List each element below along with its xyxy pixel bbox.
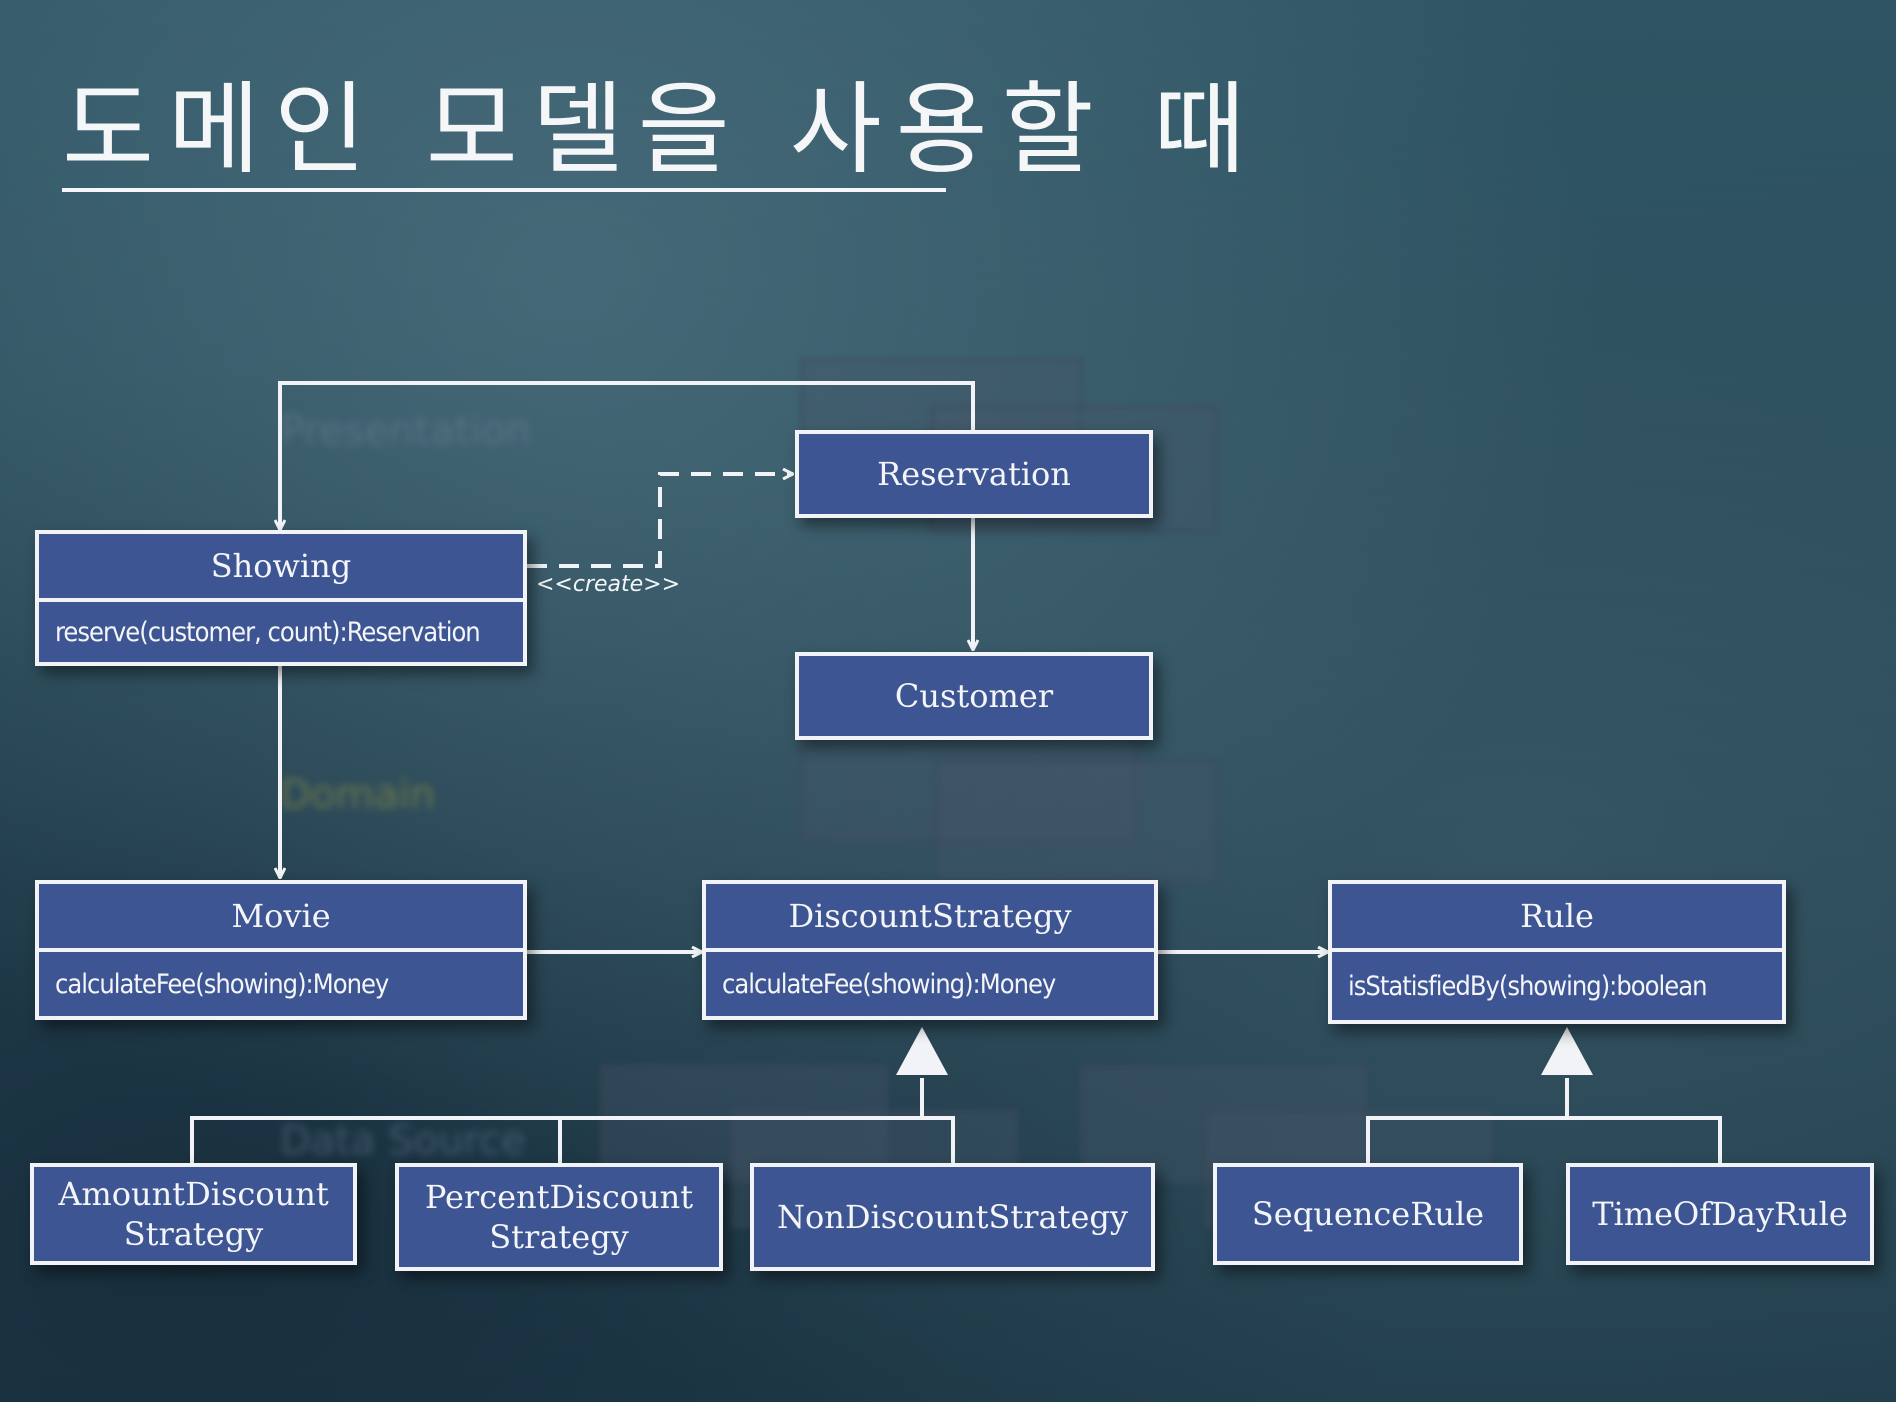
- discount-strategy-generalization-arrowhead: [896, 1027, 948, 1075]
- class-operation: calculateFee(showing):Money: [55, 968, 389, 1000]
- reservation-to-showing-association: [280, 381, 975, 530]
- class-operation: calculateFee(showing):Money: [722, 968, 1056, 1000]
- class-name: DiscountStrategy: [706, 884, 1154, 952]
- title-underline: [62, 188, 946, 192]
- rule-generalization-lines: [1366, 1078, 1722, 1164]
- create-stereotype-label: <<create>>: [536, 572, 681, 597]
- background-domain-label: Domain: [280, 772, 436, 818]
- class-sequence-rule: SequenceRule: [1213, 1163, 1523, 1265]
- showing-creates-reservation-dependency: [527, 474, 793, 568]
- class-reservation: Reservation: [795, 430, 1153, 518]
- class-showing: Showing reserve(customer, count):Reserva…: [35, 530, 527, 666]
- class-name-line: AmountDiscount: [58, 1175, 329, 1213]
- class-rule: Rule isStatisfiedBy(showing):boolean: [1328, 880, 1786, 1024]
- class-time-of-day-rule: TimeOfDayRule: [1566, 1163, 1874, 1265]
- class-name: Customer: [894, 677, 1054, 715]
- class-name-line: Strategy: [123, 1215, 264, 1253]
- background-data-source-label: Data Source: [280, 1118, 526, 1164]
- class-non-discount-strategy: NonDiscountStrategy: [750, 1163, 1155, 1271]
- class-operation: isStatisfiedBy(showing):boolean: [1348, 970, 1707, 1002]
- class-discount-strategy: DiscountStrategy calculateFee(showing):M…: [702, 880, 1158, 1020]
- rule-generalization-arrowhead: [1541, 1027, 1593, 1075]
- page-title: 도메인 모델을 사용할 때: [62, 71, 1260, 188]
- class-customer: Customer: [795, 652, 1153, 740]
- class-name: TimeOfDayRule: [1592, 1195, 1848, 1233]
- class-operation: reserve(customer, count):Reservation: [55, 616, 481, 648]
- class-name-line: PercentDiscount: [424, 1178, 694, 1216]
- background-layer-box: [935, 760, 1218, 883]
- background-presentation-label: Presentation: [280, 408, 532, 454]
- background-layer-box: [800, 735, 1138, 843]
- class-name: SequenceRule: [1251, 1195, 1485, 1233]
- class-name: Reservation: [877, 455, 1071, 493]
- class-movie: Movie calculateFee(showing):Money: [35, 880, 527, 1020]
- discount-strategy-generalization-lines: [190, 1078, 955, 1164]
- class-name: Rule: [1332, 884, 1782, 952]
- class-name-line: Strategy: [489, 1218, 629, 1256]
- class-name: Movie: [39, 884, 523, 952]
- class-name: NonDiscountStrategy: [777, 1198, 1128, 1236]
- class-name: Showing: [39, 534, 523, 602]
